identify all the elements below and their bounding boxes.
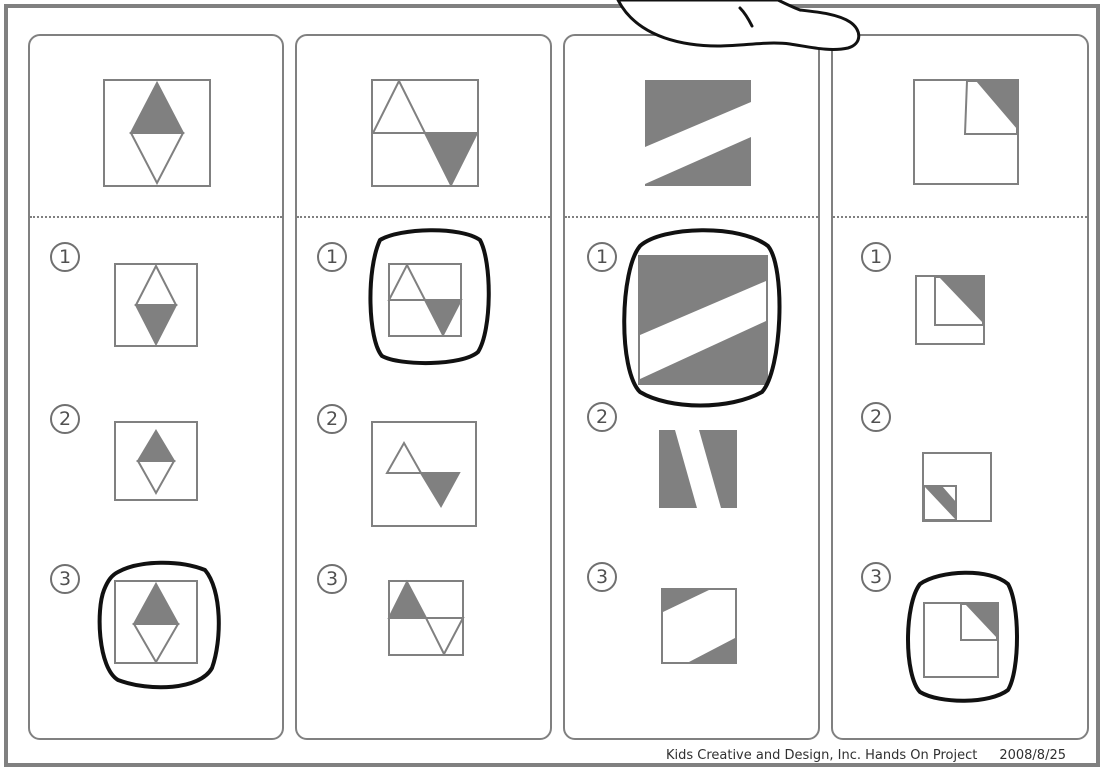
footer: Kids Creative and Design, Inc. Hands On … [666, 748, 1066, 763]
option-figure[interactable] [114, 421, 198, 501]
reference-figure [371, 79, 479, 187]
option-number[interactable]: 3 [50, 564, 80, 594]
option-number[interactable]: 1 [861, 242, 891, 272]
option-figure[interactable] [114, 263, 198, 347]
reference-figure [645, 80, 751, 186]
footer-credit: Kids Creative and Design, Inc. Hands On … [666, 748, 977, 763]
option-number[interactable]: 1 [317, 242, 347, 272]
option-figure[interactable] [922, 452, 992, 522]
divider [30, 216, 282, 218]
divider [833, 216, 1087, 218]
option-figure[interactable] [388, 580, 464, 656]
option-number[interactable]: 2 [587, 402, 617, 432]
option-figure[interactable] [114, 580, 198, 664]
option-figure[interactable] [388, 263, 462, 337]
option-number[interactable]: 3 [317, 564, 347, 594]
option-figure[interactable] [661, 588, 737, 664]
question-panel-3: 1 2 3 [563, 34, 820, 740]
option-number[interactable]: 1 [587, 242, 617, 272]
option-figure[interactable] [915, 275, 985, 345]
reference-figure [103, 79, 211, 187]
option-number[interactable]: 2 [317, 404, 347, 434]
divider [297, 216, 550, 218]
question-panel-1: 1 2 3 [28, 34, 284, 740]
option-figure[interactable] [638, 255, 768, 385]
option-figure[interactable] [659, 430, 737, 508]
option-number[interactable]: 2 [861, 402, 891, 432]
question-panel-4: 1 2 3 [831, 34, 1089, 740]
divider [565, 216, 818, 218]
option-figure[interactable] [923, 602, 999, 678]
option-figure[interactable] [371, 421, 477, 527]
option-number[interactable]: 3 [587, 562, 617, 592]
question-panel-2: 1 2 3 [295, 34, 552, 740]
footer-date: 2008/8/25 [999, 748, 1066, 763]
option-number[interactable]: 1 [50, 242, 80, 272]
reference-figure [913, 79, 1019, 185]
option-number[interactable]: 2 [50, 404, 80, 434]
option-number[interactable]: 3 [861, 562, 891, 592]
